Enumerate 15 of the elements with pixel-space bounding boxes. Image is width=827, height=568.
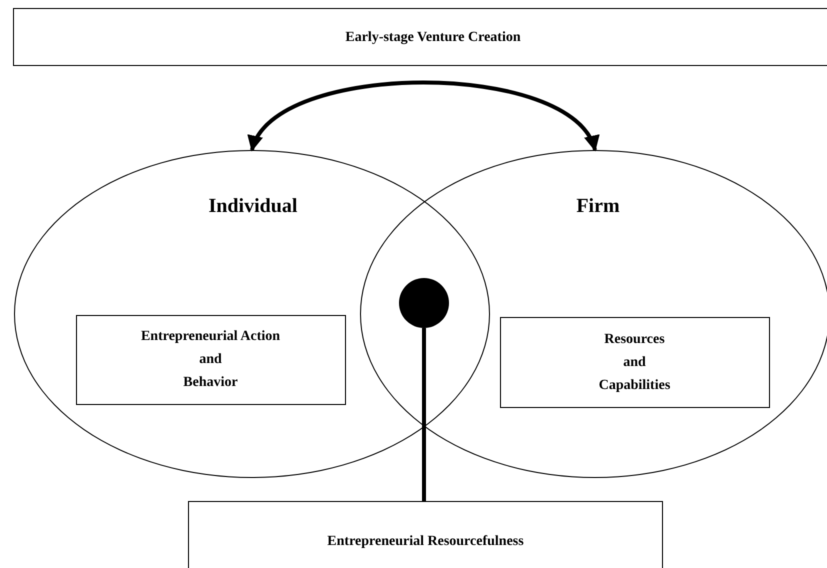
title-box <box>13 8 827 66</box>
connector-line <box>422 328 426 501</box>
curved-arrow <box>250 80 597 152</box>
box-label: Resources and Capabilities <box>598 330 672 394</box>
concept-box <box>76 314 346 404</box>
dot-marker <box>399 278 449 328</box>
box-title: Early-stage Venture Creation <box>344 28 522 46</box>
box-label: Entrepreneurial Action and Behavior <box>140 328 282 392</box>
oval-region <box>14 150 490 478</box>
heading: Firm <box>576 195 620 218</box>
oval-region <box>360 150 827 478</box>
concept-box <box>188 501 663 568</box>
box-label: Entrepreneurial Resourcefulness <box>326 532 525 550</box>
heading: Individual <box>208 195 298 218</box>
concept-box <box>500 316 770 408</box>
